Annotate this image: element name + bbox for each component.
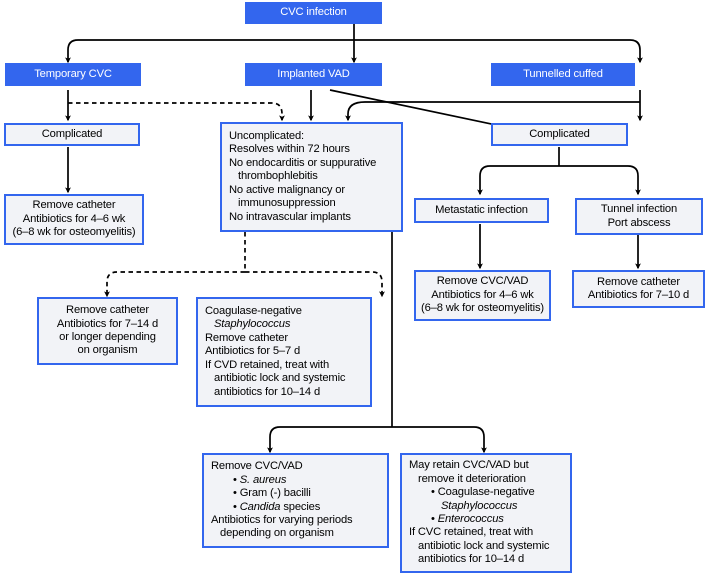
may-retain-bullet1b: Staphylococcus <box>441 499 518 512</box>
wire-to-coagulase-negative <box>245 271 385 298</box>
wire-to-remove-cvcvad-organisms <box>267 426 392 454</box>
node-implanted-vad[interactable]: Implanted VAD <box>245 63 382 86</box>
remove-catheter-714d-line3: or longer depending <box>59 331 156 343</box>
remove-cvcvad-46wk-line1: Remove CVC/VAD <box>436 275 529 288</box>
remove-cvcvad-46wk-line3: (6–8 wk for osteomyelitis) <box>421 302 544 315</box>
node-cvc-infection[interactable]: CVC infection <box>245 2 382 24</box>
remove-catheter-714d-line1: Remove catheter <box>66 304 149 317</box>
node-uncomplicated[interactable]: Uncomplicated: Resolves within 72 hours … <box>220 122 403 232</box>
coagulase-line4: Antibiotics for 5–7 d <box>205 345 301 358</box>
may-retain-line5: If CVC retained, treat with <box>409 526 534 539</box>
remove-catheter-46wk-line3: (6–8 wk for osteomyelitis) <box>12 226 136 239</box>
node-remove-cvcvad-46wk[interactable]: Remove CVC/VAD Antibiotics for 4–6 wk (6… <box>414 270 551 321</box>
coagulase-line3: Remove catheter <box>205 331 288 344</box>
may-retain-bullet1: Coagulase-negative <box>437 486 535 499</box>
remove-catheter-46wk-line1: Remove catheter <box>32 199 116 212</box>
node-remove-catheter-46wk[interactable]: Remove catheter Antibiotics for 4–6 wk (… <box>4 194 144 245</box>
remove-cvcvad-46wk-line2: Antibiotics for 4–6 wk <box>431 288 534 301</box>
remove-catheter-710d-line2: Antibiotics for 7–10 d <box>587 289 690 301</box>
uncomplicated-line4: thrombophlebitis <box>238 170 318 183</box>
coagulase-line2: Staphylococcus <box>214 318 291 331</box>
uncomplicated-line3: No endocarditis or suppurative <box>229 156 377 169</box>
uncomplicated-line7: No intravascular implants <box>229 210 351 223</box>
organisms-line6: depending on organism <box>220 527 334 540</box>
coagulase-line7: antibiotics for 10–14 d <box>214 385 321 398</box>
node-implanted-vad-label: Implanted VAD <box>277 67 350 80</box>
wire-to-may-retain <box>392 426 487 454</box>
node-temporary-cvc[interactable]: Temporary CVC <box>5 63 141 86</box>
uncomplicated-title: Uncomplicated: <box>229 130 305 143</box>
may-retain-bullet2: Enterococcus <box>437 513 504 525</box>
coagulase-line1: Coagulase-negative <box>205 305 302 318</box>
node-complicated-right[interactable]: Complicated <box>491 123 628 146</box>
wire-to-metastatic <box>477 165 559 196</box>
node-remove-cvcvad-organisms[interactable]: Remove CVC/VAD • S. aureus • Gram (-) ba… <box>202 453 389 548</box>
node-remove-catheter-710d[interactable]: Remove catheter Antibiotics for 7–10 d <box>572 270 705 308</box>
tunnel-infection-line2: Port abscess <box>607 216 671 229</box>
organisms-bullet2: Gram (-) bacilli <box>239 487 311 500</box>
coagulase-line6: antibiotic lock and systemic <box>214 372 346 385</box>
node-temporary-cvc-label: Temporary CVC <box>34 67 112 80</box>
node-remove-catheter-714d[interactable]: Remove catheter Antibiotics for 7–14 d o… <box>37 297 178 365</box>
coagulase-line5: If CVD retained, treat with <box>205 358 330 371</box>
remove-catheter-714d-line2: Antibiotics for 7–14 d <box>56 317 159 330</box>
uncomplicated-line2: Resolves within 72 hours <box>229 143 350 156</box>
node-complicated-left[interactable]: Complicated <box>4 123 140 146</box>
may-retain-line1: May retain CVC/VAD but <box>409 459 529 472</box>
wire-tunnelled-to-uncomplicated <box>345 101 640 122</box>
wire-temporary-to-uncomplicated-dashed <box>68 102 285 122</box>
wire-cvc-to-tunnelled <box>354 39 643 64</box>
remove-catheter-46wk-line2: Antibiotics for 4–6 wk <box>22 212 126 225</box>
may-retain-line2: remove it deterioration <box>418 472 526 485</box>
uncomplicated-line5: No active malignancy or <box>229 183 345 196</box>
node-metastatic-infection-label: Metastatic infection <box>435 203 528 216</box>
node-coagulase-negative[interactable]: Coagulase-negative Staphylococcus Remove… <box>196 297 372 407</box>
node-metastatic-infection[interactable]: Metastatic infection <box>414 198 549 223</box>
may-retain-line7: antibiotics for 10–14 d <box>418 553 525 566</box>
node-cvc-infection-label: CVC infection <box>280 6 347 19</box>
wire-to-remove-catheter-714 <box>104 271 245 298</box>
organisms-bullet1: S. aureus <box>239 473 287 486</box>
organisms-line1: Remove CVC/VAD <box>211 460 303 473</box>
organisms-line5: Antibiotics for varying periods <box>211 513 353 526</box>
tunnel-infection-line1: Tunnel infection <box>600 203 678 216</box>
may-retain-line6: antibiotic lock and systemic <box>418 539 550 552</box>
node-tunnelled-cuffed-label: Tunnelled cuffed <box>523 67 603 80</box>
wire-to-tunnel-infection <box>559 165 641 196</box>
wire-cvc-to-temporary <box>65 39 354 64</box>
organisms-bullet3b: species <box>280 500 321 513</box>
node-may-retain[interactable]: May retain CVC/VAD but remove it deterio… <box>400 453 572 573</box>
node-tunnel-infection[interactable]: Tunnel infection Port abscess <box>575 198 703 235</box>
remove-catheter-710d-line1: Remove catheter <box>597 275 680 288</box>
node-complicated-left-label: Complicated <box>41 127 103 140</box>
wire-implanted-to-complicated-right <box>329 89 522 132</box>
node-complicated-right-label: Complicated <box>529 127 590 140</box>
organisms-bullet3a: Candida <box>239 500 281 513</box>
uncomplicated-line6: immunosuppression <box>238 197 336 210</box>
remove-catheter-714d-line4: on organism <box>77 344 138 357</box>
node-tunnelled-cuffed[interactable]: Tunnelled cuffed <box>491 63 635 86</box>
